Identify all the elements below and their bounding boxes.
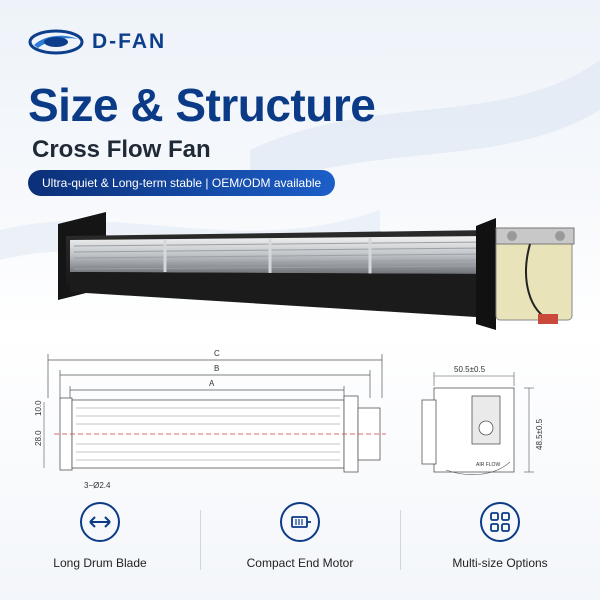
motor-icon bbox=[280, 502, 320, 542]
dim-10: 10.0 bbox=[34, 400, 43, 416]
page-title: Size & Structure bbox=[28, 79, 376, 131]
cross-flow-fan-photo bbox=[58, 212, 575, 330]
grid-squares-icon bbox=[480, 502, 520, 542]
feature-label: Compact End Motor bbox=[246, 556, 354, 570]
brand: D-FAN bbox=[28, 28, 166, 56]
tagline-badge: Ultra-quiet & Long-term stable | OEM/ODM… bbox=[28, 170, 336, 196]
air-flow-label: AIR FLOW bbox=[476, 462, 500, 468]
dim-c: C bbox=[214, 349, 220, 358]
dim-28: 28.0 bbox=[34, 430, 43, 446]
page-subtitle: Cross Flow Fan bbox=[32, 136, 211, 163]
dim-a: A bbox=[209, 379, 215, 388]
divider bbox=[200, 510, 201, 570]
double-arrow-icon bbox=[80, 502, 120, 542]
divider bbox=[400, 510, 401, 570]
dim-width: 50.5±0.5 bbox=[454, 365, 486, 374]
feature-label: Multi-size Options bbox=[452, 556, 548, 570]
feature-row: Long Drum Blade Compact End Motor Multi-… bbox=[0, 502, 600, 592]
dim-holes: 3−Ø2.4 bbox=[84, 481, 111, 490]
feature-multi-size-options: Multi-size Options bbox=[400, 502, 600, 570]
feature-label: Long Drum Blade bbox=[53, 556, 147, 570]
feature-compact-end-motor: Compact End Motor bbox=[200, 502, 400, 570]
feature-long-drum-blade: Long Drum Blade bbox=[0, 502, 200, 570]
brand-name: D-FAN bbox=[92, 30, 167, 53]
swirl-logo-icon bbox=[28, 29, 84, 55]
dim-height: 48.5±0.5 bbox=[535, 418, 544, 450]
dim-b: B bbox=[214, 364, 219, 373]
technical-drawing: C B A 10.0 28.0 3−Ø2.4 50.5±0.5 48.5±0.5… bbox=[34, 349, 544, 490]
